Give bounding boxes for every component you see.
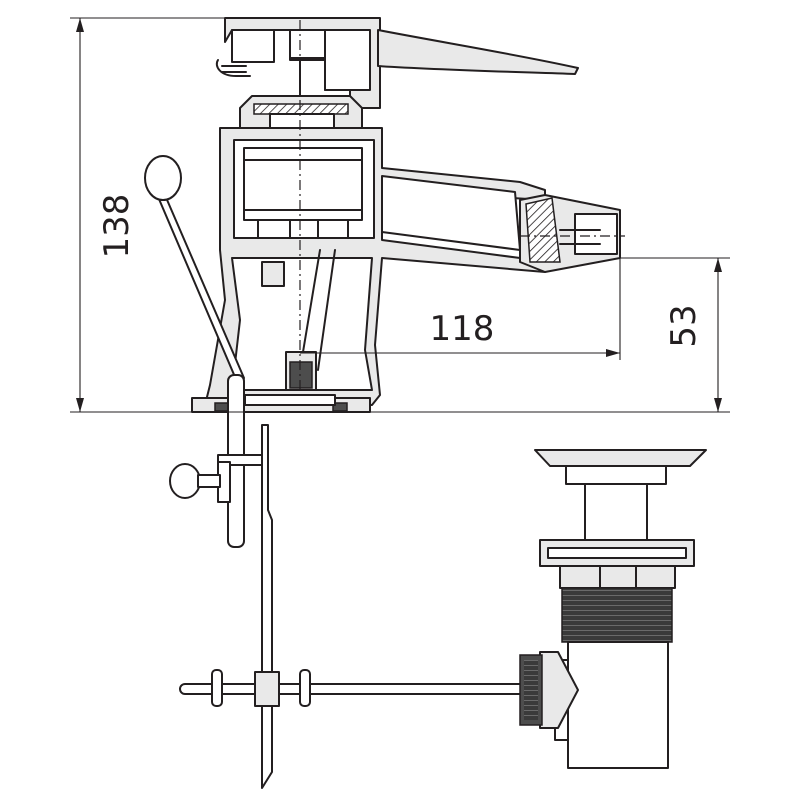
base-plate xyxy=(191,394,371,413)
popup-linkage xyxy=(169,424,526,789)
popup-knob-top xyxy=(144,155,182,201)
dimension-label-138: 138 xyxy=(97,194,137,259)
clamp-knob xyxy=(169,463,201,499)
dimension-label-53: 53 xyxy=(664,304,704,347)
faucet-body xyxy=(204,17,579,406)
dimension-label-118: 118 xyxy=(430,309,495,349)
dimension-lines xyxy=(70,17,730,413)
spout-nozzle xyxy=(519,194,625,273)
lever-handle xyxy=(377,29,579,75)
popup-waste-drain xyxy=(519,449,707,769)
